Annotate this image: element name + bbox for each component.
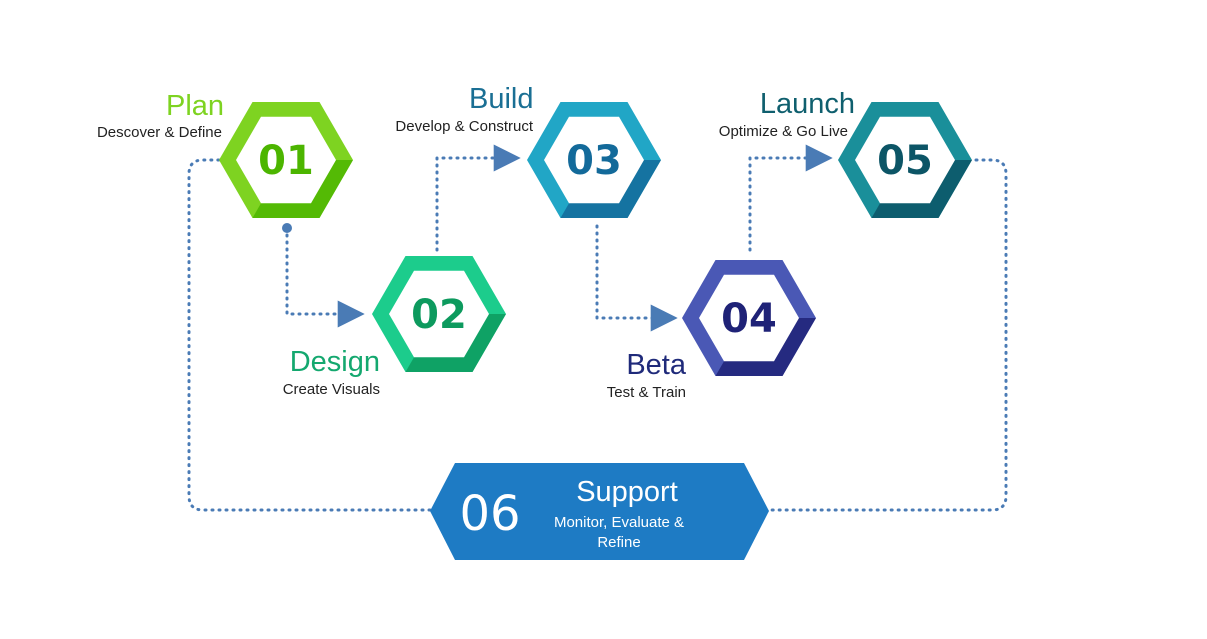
- step-01-number: 01: [258, 138, 314, 184]
- step-05-title: Launch: [760, 88, 855, 120]
- step-04-hexagon: 04: [682, 260, 816, 376]
- step-04-number: 04: [721, 296, 777, 342]
- step-05-hex-inner: [855, 116, 955, 204]
- connectors: [187, 144, 1008, 512]
- step-05-subtitle: Optimize & Go Live: [719, 123, 848, 140]
- connector-02-03: [435, 144, 521, 252]
- step-01-title: Plan: [166, 90, 224, 122]
- step-05-hexagon: 05: [838, 102, 972, 218]
- step-05-number: 05: [877, 138, 933, 184]
- step-02-subtitle: Create Visuals: [283, 381, 380, 398]
- step-01-subtitle: Descover & Define: [97, 124, 222, 141]
- step-01-hex-inner: [236, 116, 336, 204]
- step-01-hexagon: 01: [219, 102, 353, 218]
- connector-04-05: [748, 144, 833, 252]
- support-subtitle-line1: Monitor, Evaluate &: [554, 514, 684, 531]
- step-02-number: 02: [411, 292, 467, 338]
- step-03-subtitle: Develop & Construct: [395, 118, 533, 135]
- step-02-title: Design: [290, 346, 380, 378]
- support-title: Support: [576, 476, 678, 508]
- connector-06-01: [187, 158, 432, 512]
- support-banner: 06 Support Monitor, Evaluate & Refine: [430, 463, 769, 560]
- support-subtitle-line2: Refine: [597, 534, 640, 551]
- connector-01-02: [285, 226, 365, 328]
- step-04-subtitle: Test & Train: [607, 384, 686, 401]
- connector-03-04: [595, 224, 678, 332]
- step-hexagons: 01 02 03 04 05: [219, 102, 972, 376]
- support-number: 06: [459, 486, 520, 542]
- connector-05-06: [768, 158, 1008, 512]
- step-02-hexagon: 02: [372, 256, 506, 372]
- step-03-title: Build: [469, 83, 534, 115]
- step-04-title: Beta: [626, 349, 687, 381]
- step-03-number: 03: [566, 138, 622, 184]
- support-shape: [430, 463, 769, 560]
- connector-start-dot: [282, 223, 292, 233]
- step-04-hex-inner: [699, 274, 799, 362]
- step-03-hex-inner: [544, 116, 644, 204]
- step-03-hexagon: 03: [527, 102, 661, 218]
- step-labels: Plan Descover & Define Design Create Vis…: [97, 83, 855, 401]
- step-02-hex-inner: [389, 270, 489, 358]
